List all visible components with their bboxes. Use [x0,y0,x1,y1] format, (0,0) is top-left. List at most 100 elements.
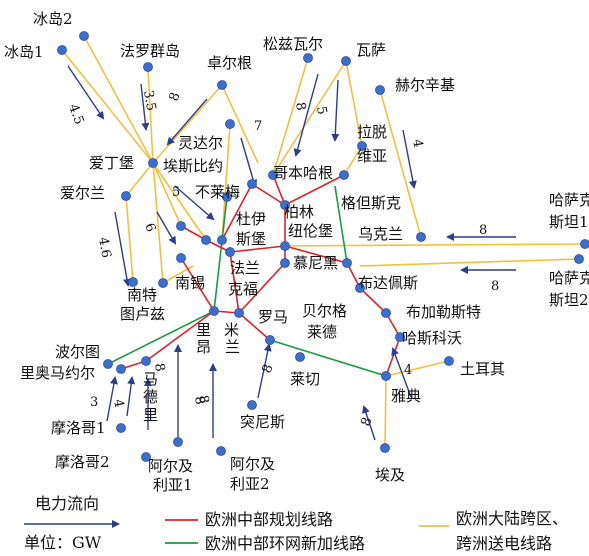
label-algeria2: 阿尔及 [230,455,275,473]
label-milan: 米 [224,321,239,339]
legend: 电力流向 单位：GW 欧洲中部规划线路 欧洲中部环网新加线路 欧洲大陆跨区、 跨… [24,494,568,553]
line-berlin-gedansk [284,174,345,206]
label-cherbourg: 卓尔根 [207,54,252,72]
label-morocco1: 摩洛哥1 [51,419,106,437]
node-faroe [143,62,153,72]
node-esbjerg [222,192,232,202]
node-duisburg [201,235,211,245]
line-haskovo-athens [385,336,401,377]
line-latvia-gedansk [343,145,363,176]
line-edinburgh-nantes [152,162,164,284]
label-lyon: 里 [196,321,211,339]
node-bremen [247,179,257,189]
node-riomaior [141,356,151,366]
label-songziwaer: 松兹瓦尔 [263,35,323,53]
node-edinburgh [148,158,158,168]
node-algeria2 [216,446,226,456]
label-nantes: 南特 [127,286,157,304]
line-copenhagen-berlin [272,174,286,206]
label-munich: 慕尼黑 [293,254,338,272]
flow-arrow-lindal [240,137,258,188]
node-lindal [225,119,235,129]
label-bucharest: 布加勒斯特 [406,303,481,321]
label-madrid2: 德 [143,388,158,406]
label-turkey: 土耳其 [460,360,505,378]
flow-label-kazakh1: 8 [479,223,487,238]
line-gedansk-munich [334,185,348,264]
label-bordeaux: 波尔图 [55,343,100,361]
label-budapest: 布达佩斯 [358,274,418,292]
flow-label-algeria1: 8 [195,394,211,405]
label-riomaior: 里奥马约尔 [20,364,95,382]
flow-label-tunisia: 8 [260,362,277,375]
label-helsinki: 赫尔辛基 [395,76,455,94]
line-edinburgh-nancy [152,162,182,227]
node-ukraine [416,232,426,242]
label-nuremberg: 纽伦堡 [288,222,333,240]
label-copenhagen: 哥本哈根 [273,164,333,182]
node-nancy-top [176,221,186,231]
flow-label-esbjerg: 5 [172,185,180,200]
node-haskovo [395,332,405,342]
line-kazakh2-budapest [359,258,580,267]
line-lindal-duisburg [221,123,231,241]
node-songziwaer [303,53,313,63]
label-rome: 罗马 [258,308,288,326]
flow-label-ireland: 4.6 [95,236,113,259]
line-cherbourg-edinburgh [152,84,223,164]
node-frankfurt [225,247,235,257]
flow-arrow-morocco1 [106,376,118,422]
flow-arrow-esbjerg [174,185,215,221]
flow-label-madrid: 8 [151,362,167,373]
node-helsinki [375,85,385,95]
label-ukraine: 乌克兰 [358,225,403,243]
flow-arrow-tunisia [257,343,272,399]
label-lyon2: 昂 [196,338,211,356]
node-labels: 冰岛1 冰岛2 法罗群岛 爱丁堡 爱尔兰 南特 图卢兹 卓尔根 灵达尔 埃斯比约… [4,10,589,494]
label-vasa: 瓦萨 [356,41,386,59]
label-kazakh1b: 斯坦1 [549,213,589,231]
line-iceland1-edinburgh [61,49,154,164]
flow-arrow-ireland [114,211,131,287]
line-edinburgh-duisburg [152,162,207,241]
line-duisburg-bremen [221,183,253,241]
label-iceland2: 冰岛2 [33,10,73,28]
node-nancy [176,253,186,263]
node-bucharest [381,308,391,318]
label-iceland1: 冰岛1 [4,43,44,61]
label-kazakh1: 哈萨克 [549,191,589,209]
line-turkey-athens [385,360,450,377]
label-madrid3: 里 [143,406,158,424]
node-toulouse [158,278,168,288]
node-nantes [128,277,138,287]
flow-arrow-morocco1b [126,376,136,417]
line-nancy-lyon [180,257,215,312]
node-egypt [380,443,390,453]
line-egypt-athens [384,375,387,449]
label-algeria1b: 利亚1 [153,476,193,494]
label-milan2: 兰 [225,338,240,356]
label-egypt: 埃及 [375,466,405,484]
node-morocco1 [116,423,126,433]
label-edinburgh: 爱丁堡 [89,154,134,172]
legend-ring-label: 欧洲中部环网新加线路 [205,534,365,553]
label-belgrade: 贝尔格 [302,302,347,320]
line-ireland-nantes [125,195,134,283]
line-helsinki-ukraine [379,89,422,238]
flow-label-algeria2: 8 [191,395,207,406]
line-belgrade-bucharest [359,287,387,314]
flow-label-helsinki: 4 [409,138,425,149]
line-vasa-latvia [345,60,363,147]
legend-cross-label-2: 跨洲送电线路 [456,534,552,553]
label-berlin: 柏林 [284,203,314,221]
flow-arrow-iceland1 [67,65,105,120]
flow-label-iceland1: 4.5 [65,102,86,127]
flow-label-lindal: 7 [254,119,262,134]
label-latvia: 拉脱 [357,123,387,141]
node-cherbourg [217,80,227,90]
node-gedansk [339,170,349,180]
line-bremen-berlin [251,183,286,206]
flow-label-kazakh2: 8 [491,279,499,294]
line-lyon-riomaior [145,310,215,362]
